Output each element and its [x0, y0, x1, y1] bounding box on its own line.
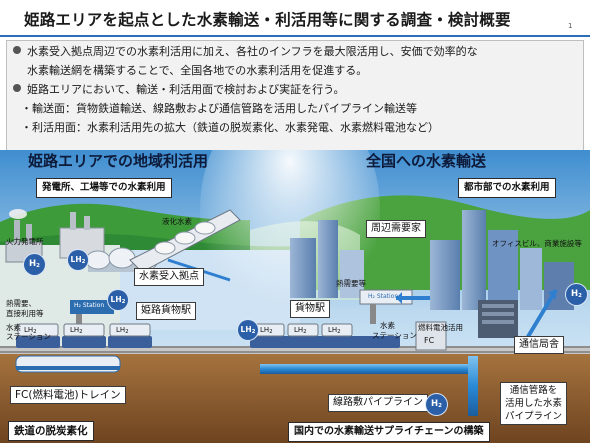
label-telecom-building: 通信局舎 [514, 336, 564, 354]
bullet-2-line-1: 姫路エリアにおいて、輸送・利活用面で検討および実証を行う。 [27, 83, 345, 96]
label-lh2-carrier: 液化水素 [162, 217, 192, 226]
label-conduit-line-3: パイプライン [505, 411, 563, 422]
left-section-heading: 姫路エリアでの地域利活用 [28, 152, 209, 170]
tank-label-2: LH2 [70, 326, 83, 335]
label-direct-use: 直接利用等 [6, 309, 44, 318]
h2-badge-icon: H2 [426, 394, 447, 415]
label-fuel-cell-use: 燃料電池活用 [418, 323, 463, 332]
callout-power-plant: 発電所、工場等での水素利用 [36, 178, 172, 198]
label-himeji-freight-station: 姫路貨物駅 [136, 302, 196, 320]
right-section-heading: 全国への水素輸送 [366, 152, 487, 170]
summary-box: 水素受入拠点周辺での水素利活用に加え、各社のインフラを最大限活用し、安価で効率的… [6, 40, 584, 152]
h2-badge-icon: H2 [24, 254, 45, 275]
bullet-1-line-2: 水素輸送網を構築することで、全国各地での水素利活用を促進する。 [27, 64, 368, 77]
label-conduit-line-1: 通信管路を [509, 385, 558, 396]
label-h2-station-right: 水素 [380, 321, 395, 330]
tank-label-6: LH2 [328, 326, 341, 335]
title-bar [0, 0, 590, 36]
station-sign-left: H₂ Station [74, 302, 105, 309]
station-sign-right: H₂ Station [368, 293, 399, 300]
fc-unit [415, 321, 447, 351]
freight-train-right [250, 323, 400, 348]
rail-bed [0, 346, 590, 354]
h2-badge-icon: H2 [566, 284, 587, 305]
bullet-dot-icon [13, 84, 21, 92]
page-number: 1 [568, 22, 573, 30]
lh2-badge-icon: LH2 [238, 320, 258, 340]
page-title: 姫路エリアを起点とした水素輸送・利活用等に関する調査・検討概要 [24, 11, 511, 29]
label-fc: FC [424, 336, 435, 345]
label-conduit-line-2: 活用した水素 [505, 398, 563, 409]
label-heat-demand-right: 熱需要等 [336, 279, 366, 288]
scene-illustration [0, 150, 590, 443]
telecom-building [478, 300, 518, 338]
label-h2-station-left: 水素 [6, 323, 21, 332]
bullet-dot-icon [13, 46, 21, 54]
tank-label-4: LH2 [260, 326, 273, 335]
lh2-badge-icon: LH2 [68, 250, 88, 270]
title-divider [0, 35, 590, 37]
bullet-1-line-1: 水素受入拠点周辺での水素利活用に加え、各社のインフラを最大限活用し、安価で効率的… [27, 45, 478, 58]
lh2-carrier-ship [129, 209, 241, 273]
track-pipeline [260, 356, 478, 416]
h2-station-left [70, 300, 114, 330]
tank-label-3: LH2 [116, 326, 129, 335]
label-thermal-plant: 火力発電所 [6, 237, 44, 246]
bullet-2: 姫路エリアにおいて、輸送・利活用面で検討および実証を行う。 [13, 83, 344, 97]
label-heat-demand: 熱需要、 [6, 299, 36, 308]
sub-bullet-transport: ・輸送面：貨物鉄道輸送、線路敷および通信管路を活用したパイプライン輸送等 [21, 102, 417, 115]
label-fc-train: FC(燃料電池)トレイン [10, 386, 126, 404]
tank-label-1: LH2 [24, 326, 37, 335]
callout-city: 都市部での水素利用 [458, 178, 556, 198]
sub-bullet-utilization: ・利活用面：水素利活用先の拡大（鉄道の脱炭素化、水素発電、水素燃料電池など） [21, 121, 439, 134]
freight-train [16, 323, 152, 348]
callout-supply-chain: 国内での水素輸送サプライチェーンの構築 [288, 422, 490, 442]
fc-train [15, 355, 121, 373]
lh2-badge-icon: LH2 [108, 290, 128, 310]
label-receiving-base: 水素受入拠点 [134, 268, 204, 286]
label-h2-station-left-2: ステーション [6, 332, 51, 341]
callout-rail-decarbonization: 鉄道の脱炭素化 [8, 421, 94, 441]
label-nearby-demand: 周辺需要家 [366, 220, 426, 238]
hydrogen-scene: 姫路エリアでの地域利活用 全国への水素輸送 発電所、工場等での水素利用 都市部で… [0, 150, 590, 443]
label-conduit-pipeline: 通信管路を 活用した水素 パイプライン [500, 382, 568, 425]
label-office: オフィスビル、商業施設等 [492, 239, 582, 248]
bullet-1: 水素受入拠点周辺での水素利活用に加え、各社のインフラを最大限活用し、安価で効率的… [13, 45, 478, 59]
label-track-pipeline: 線路敷パイプライン [328, 394, 428, 412]
tank-label-5: LH2 [294, 326, 307, 335]
label-h2-station-right-2: ステーション [372, 331, 417, 340]
label-freight-station: 貨物駅 [290, 300, 330, 318]
